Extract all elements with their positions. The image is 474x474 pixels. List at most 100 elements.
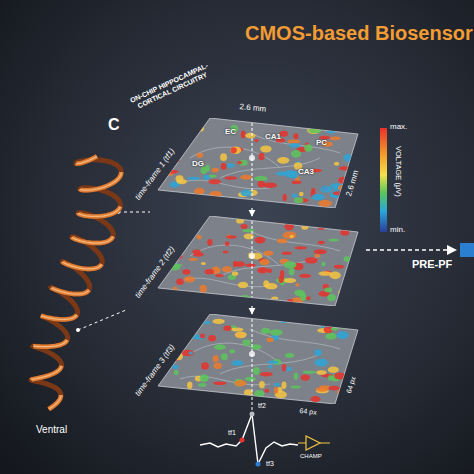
activity-spot <box>280 270 284 278</box>
activity-spot <box>190 230 195 235</box>
activity-spot <box>294 246 307 249</box>
activity-spot <box>276 172 288 176</box>
activity-spot <box>301 374 310 380</box>
activity-spot <box>242 229 254 232</box>
activity-spot <box>299 274 312 278</box>
activity-spot <box>231 147 237 153</box>
activity-spot <box>192 249 200 253</box>
activity-spot <box>328 386 339 391</box>
activity-spot <box>340 230 349 236</box>
time-dot <box>250 412 255 417</box>
activity-spot <box>174 370 179 375</box>
activity-spot <box>325 333 337 340</box>
activity-spot <box>305 257 318 263</box>
activity-spot <box>172 365 178 369</box>
activity-spot <box>172 352 182 355</box>
activity-spot <box>213 382 226 386</box>
activity-spot <box>221 353 228 360</box>
activity-spot <box>207 239 212 246</box>
activity-spot <box>308 128 321 134</box>
activity-spot <box>187 177 200 180</box>
activity-spot <box>172 334 181 341</box>
activity-spot <box>338 324 350 329</box>
activity-spot <box>218 396 224 400</box>
activity-spot <box>321 262 325 267</box>
activity-spot <box>235 331 247 338</box>
brain-slice <box>158 314 358 404</box>
slice-plate: time-frame 2 (tf2) <box>130 216 360 306</box>
activity-spot <box>339 166 350 170</box>
activity-spot <box>329 238 339 241</box>
activity-spot <box>236 218 244 223</box>
tissue-contour <box>220 256 320 276</box>
activity-spot <box>341 395 346 401</box>
activity-spot <box>203 321 211 324</box>
activity-spot <box>301 225 308 230</box>
activity-spot <box>277 239 287 244</box>
region-label: PC <box>316 139 327 148</box>
activity-spot <box>188 351 193 354</box>
activity-spot <box>261 328 271 334</box>
activity-spot <box>169 264 182 267</box>
activity-spot <box>318 200 332 207</box>
activity-spot <box>270 329 283 336</box>
color-scale-bar <box>380 128 387 232</box>
activity-spot <box>314 349 321 356</box>
activity-spot <box>200 285 207 293</box>
activity-spot <box>277 217 284 224</box>
activity-spot <box>334 162 339 166</box>
time-dot <box>256 462 261 467</box>
activity-spot <box>314 359 327 367</box>
activity-spot <box>182 269 190 274</box>
activity-spot <box>344 256 351 262</box>
amplifier-symbol <box>306 436 320 450</box>
activity-spot <box>242 340 250 347</box>
activity-spot <box>203 175 209 180</box>
spiral-back <box>31 156 121 409</box>
leader-line <box>118 212 150 213</box>
activity-spot <box>274 387 278 394</box>
activity-spot <box>284 261 297 269</box>
activity-spot <box>334 372 345 379</box>
activity-spot <box>317 219 329 226</box>
activity-spot <box>287 139 300 143</box>
activity-spot <box>167 195 174 199</box>
activity-spot <box>184 276 195 282</box>
activity-spot <box>192 334 204 339</box>
activity-spot <box>260 372 272 377</box>
activity-spot <box>282 364 287 372</box>
activity-spot <box>200 334 205 339</box>
activity-spot <box>169 200 175 206</box>
activity-spot <box>283 232 297 239</box>
panel-letter: C <box>108 116 120 134</box>
activity-spot <box>318 241 325 245</box>
region-label: EC <box>225 128 236 137</box>
activity-spot <box>277 157 289 164</box>
amplifier-wire <box>320 443 330 444</box>
activity-spot <box>331 327 338 330</box>
activity-spot <box>224 176 237 180</box>
region-label: DG <box>192 160 204 169</box>
spiral-highlight <box>31 156 121 409</box>
activity-spot <box>289 143 300 148</box>
activity-spot <box>324 288 332 293</box>
probe-point <box>249 253 255 259</box>
flow-arrow <box>251 208 252 216</box>
activity-spot <box>287 299 293 302</box>
activity-spot <box>314 249 327 254</box>
activity-spot <box>234 380 246 386</box>
activity-spot <box>209 191 222 197</box>
activity-spot <box>190 228 198 231</box>
activity-spot <box>267 337 274 342</box>
activity-spot <box>200 374 209 382</box>
activity-spot <box>293 133 298 139</box>
activity-spot <box>264 183 277 188</box>
voltage-map <box>165 118 352 206</box>
voltage-map <box>165 315 353 402</box>
tissue-contour <box>180 376 270 385</box>
activity-spot <box>223 250 229 253</box>
activity-spot <box>169 333 178 341</box>
activity-spot <box>257 181 265 188</box>
activity-spot <box>283 194 287 202</box>
activity-spot <box>237 161 242 164</box>
